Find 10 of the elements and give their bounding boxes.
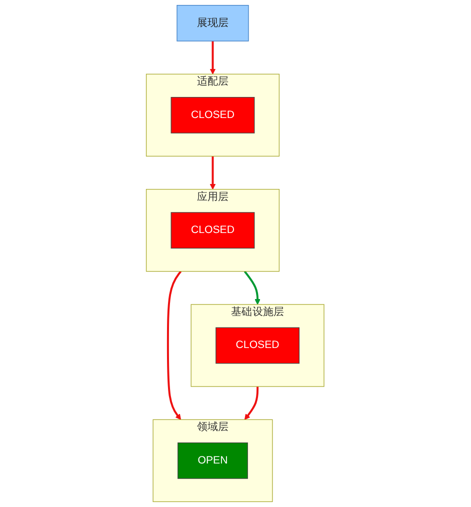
node-box: CLOSED <box>171 212 256 249</box>
node-box: CLOSED <box>216 327 300 364</box>
node-box: OPEN <box>178 442 248 479</box>
arrow <box>167 270 182 420</box>
arrow <box>244 270 261 305</box>
arrow <box>210 156 216 190</box>
arrow <box>210 41 216 74</box>
node-box: CLOSED <box>171 96 256 134</box>
node-box: 展现层 <box>177 4 250 42</box>
arrow <box>244 386 259 420</box>
